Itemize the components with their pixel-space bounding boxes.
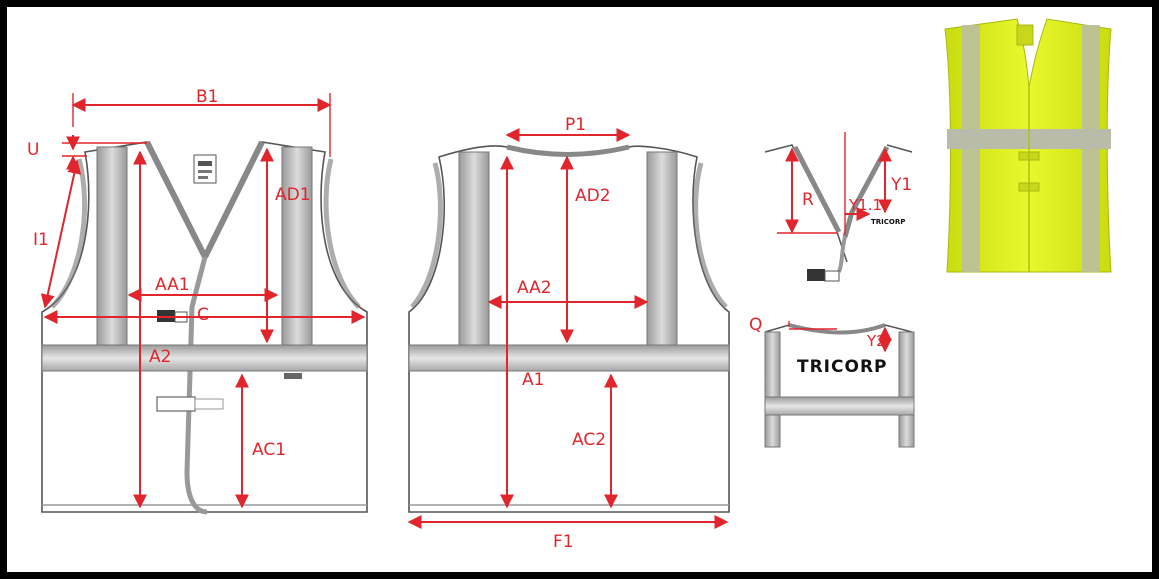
dimension-label-c: C: [197, 305, 209, 325]
dimension-label-y1: Y1: [891, 175, 913, 195]
print-dimension-lines: [788, 321, 892, 353]
collar-detail: [764, 144, 913, 282]
collar-dimension-lines: [777, 132, 892, 235]
dimension-label-q: Q: [749, 315, 763, 335]
dimension-label-y2: Y2: [867, 332, 886, 350]
dimension-label-aa2: AA2: [517, 278, 552, 298]
dimension-label-b1: B1: [196, 87, 219, 107]
dimension-label-ad2: AD2: [575, 186, 611, 206]
back-dimension-lines: [407, 128, 729, 529]
back-vest-outline: [408, 145, 730, 513]
size-chart-canvas: B1 U I1 AD1 AA1 C A2 AC1 P1 AD2 AA2 A1 A…: [7, 7, 1152, 572]
back-print-logo-text: TRICORP: [797, 357, 888, 377]
front-vest-outline: [41, 141, 368, 513]
dimension-label-f1: F1: [553, 532, 574, 552]
collar-logo-text: TRICORP: [871, 218, 906, 226]
dimension-label-r: R: [802, 190, 814, 210]
dimension-label-p1: P1: [565, 115, 587, 135]
dimension-label-ac2: AC2: [572, 430, 607, 450]
dimension-label-y1-1: Y1.1: [849, 196, 883, 214]
front-dimension-lines: [40, 93, 366, 509]
size-chart-drawing: [40, 18, 1112, 529]
dimension-label-ad1: AD1: [275, 185, 311, 205]
dimension-label-aa1: AA1: [155, 275, 190, 295]
dimension-label-a1: A1: [522, 370, 545, 390]
dimension-label-a2: A2: [149, 347, 172, 367]
back-print-detail: [764, 323, 915, 448]
dimension-label-ac1: AC1: [252, 440, 287, 460]
yellow-vest-photo: [944, 18, 1112, 273]
dimension-label-u: U: [27, 140, 40, 160]
dimension-label-i1: I1: [33, 230, 49, 250]
